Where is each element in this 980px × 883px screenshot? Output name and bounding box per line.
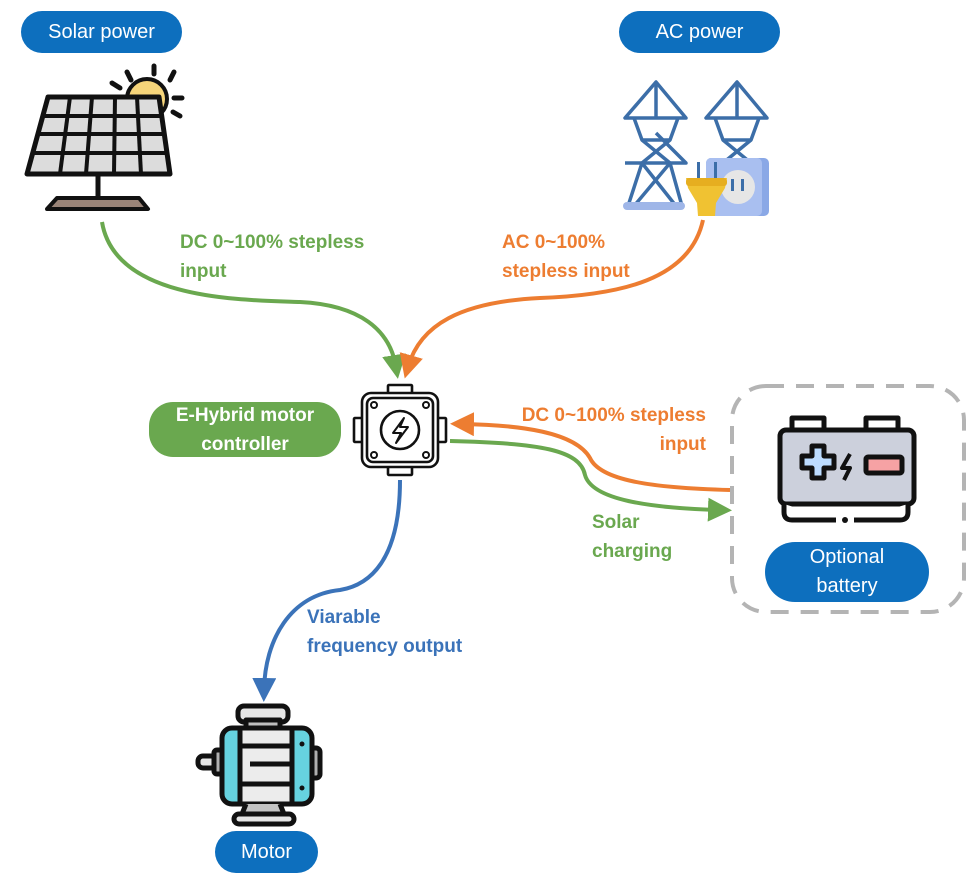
ac-to-controller-arrow	[399, 219, 705, 379]
battery-icon	[777, 415, 917, 523]
battery-dc-input-line2: input	[659, 434, 706, 455]
vf-output-line1: Viarable	[307, 607, 381, 628]
motor-text: Motor	[240, 840, 293, 863]
controller-label-line1: E-Hybrid motor	[175, 404, 315, 426]
variable-frequency-output-label: Viarable frequency output	[307, 603, 462, 661]
solar-charging-label: Solar charging	[592, 508, 672, 566]
solar-power-label: Solar power	[21, 11, 182, 53]
electric-motor-icon	[195, 703, 323, 827]
vf-output-line2: frequency output	[307, 636, 463, 657]
battery-label-line2: battery	[816, 575, 878, 597]
ac-input-label: AC 0~100% stepless input	[502, 228, 630, 286]
solar-power-text: Solar power	[48, 20, 155, 43]
battery-optional-frame	[730, 384, 966, 614]
ac-power-label: AC power	[619, 11, 780, 53]
solar-dc-input-label: DC 0~100% stepless input	[180, 228, 364, 286]
solar-dc-input-line1: DC 0~100% stepless	[180, 232, 365, 253]
controller-label-line2: controller	[201, 433, 289, 455]
motor-label: Motor	[215, 831, 318, 873]
solar-to-controller-arrow	[100, 221, 406, 379]
battery-label-line1: Optional	[809, 546, 885, 568]
ac-input-line1: AC 0~100%	[502, 232, 605, 253]
optional-battery-label: Optional battery	[765, 542, 929, 602]
battery-dc-input-line1: DC 0~100% stepless	[521, 405, 706, 426]
ac-input-line2: stepless input	[502, 261, 630, 282]
battery-to-controller-arrow	[450, 412, 731, 492]
controller-to-battery-arrow	[449, 439, 732, 522]
solar-charging-line1: Solar	[592, 512, 640, 533]
solar-panel-icon	[24, 63, 185, 211]
controller-label: E-Hybrid motor controller	[149, 402, 341, 457]
power-tower-plug-icon	[623, 80, 769, 216]
solar-dc-input-line2: input	[180, 261, 227, 282]
ac-power-text: AC power	[655, 20, 744, 43]
junction-box-lightning-icon	[352, 383, 448, 477]
controller-to-motor-arrow	[252, 479, 402, 702]
solar-charging-line2: charging	[592, 541, 673, 562]
battery-dc-input-label: DC 0~100% stepless input	[500, 401, 706, 459]
